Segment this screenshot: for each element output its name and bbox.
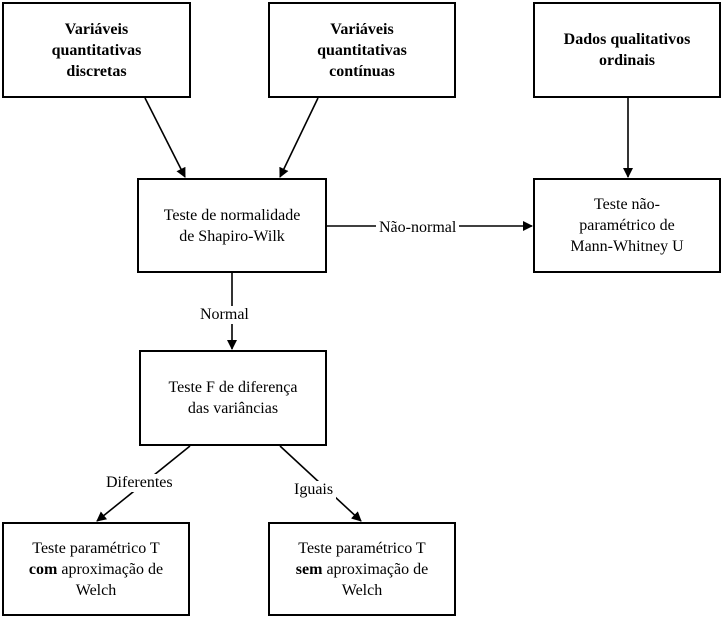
node-line-rest: aproximação de [57,560,164,578]
node-line: paramétrico de [579,217,675,234]
node-line: contínuas [329,62,395,80]
arrow-continuas-to-shapiro [279,97,319,178]
edge-label-nao-normal: Não-normal [376,219,460,237]
node-line: de Shapiro-Wilk [179,227,285,245]
node-variaveis-discretas: Variáveis quantitativas discretas [2,2,191,98]
emphasis-com: com [28,560,58,578]
node-line: das variâncias [187,400,279,417]
node-line: Mann-Whitney U [570,238,684,255]
node-line: Teste paramétrico T [32,539,160,557]
node-welch-com: Teste paramétrico T com aproximação de W… [2,522,190,616]
node-shapiro-wilk: Teste de normalidade de Shapiro-Wilk [137,178,327,273]
node-line: Variáveis [330,20,394,38]
node-dados-ordinais: Dados qualitativos ordinais [533,2,721,98]
node-line: discretas [66,62,127,80]
node-line: Teste F de diferença [168,379,298,396]
node-variaveis-continuas: Variáveis quantitativas contínuas [268,2,456,98]
node-line-rest: aproximação de [322,560,429,578]
node-line: quantitativas [317,41,407,59]
node-line: quantitativas [51,41,142,59]
node-line: Teste paramétrico T [298,539,426,557]
node-mann-whitney: Teste não- paramétrico de Mann-Whitney U [533,178,721,273]
node-line: Welch [341,581,383,599]
node-line: Welch [75,581,117,599]
node-teste-f: Teste F de diferença das variâncias [139,350,327,446]
node-line: sem aproximação de [296,559,428,580]
node-line: Variáveis [64,20,129,38]
node-line: Teste não- [594,196,660,213]
edge-label-diferentes: Diferentes [103,474,176,492]
node-line: com aproximação de [29,559,163,580]
node-welch-sem: Teste paramétrico T sem aproximação de W… [268,522,456,616]
emphasis-sem: sem [295,560,323,578]
node-line: Teste de normalidade [163,206,301,224]
edge-label-iguais: Iguais [291,481,337,499]
edge-label-normal: Normal [197,306,252,324]
arrow-discretas-to-shapiro [144,97,186,178]
node-line: ordinais [598,52,655,69]
node-line: Dados qualitativos [563,31,691,48]
